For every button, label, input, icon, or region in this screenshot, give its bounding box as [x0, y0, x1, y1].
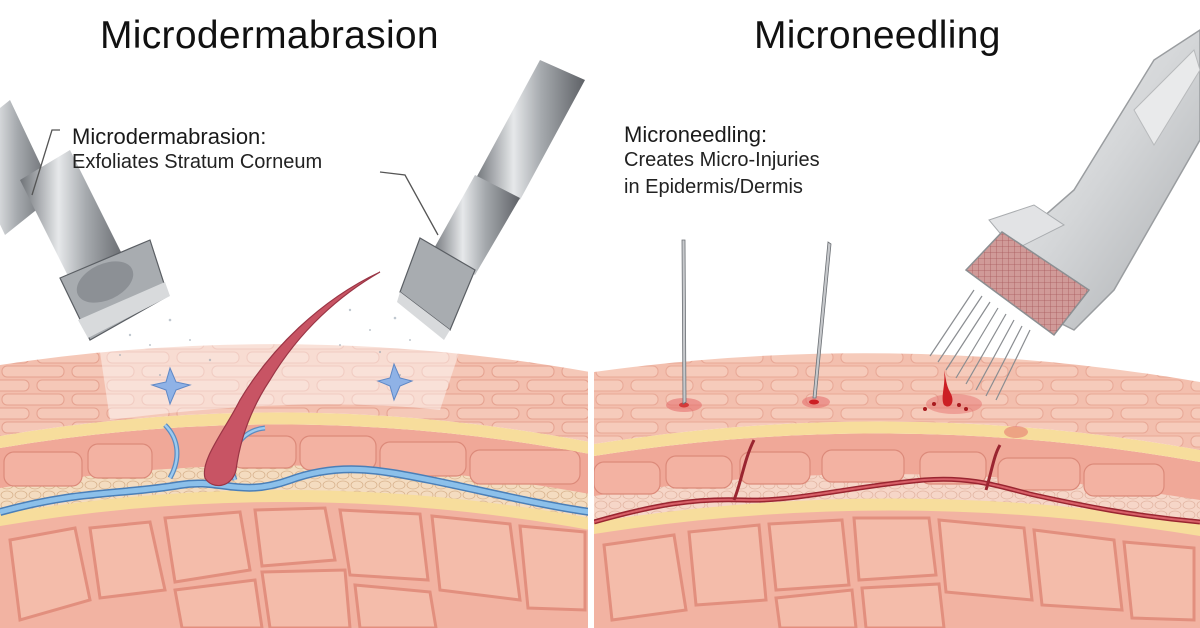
callout-leader-line: [31, 129, 60, 196]
sparkle-icon: [150, 366, 192, 406]
dermis-lower-band: [0, 488, 590, 530]
blood-dots: [923, 402, 968, 411]
microdermabrasion-illustration: [0, 60, 590, 628]
procedure-callout: Microdermabrasion: Exfoliates Stratum Co…: [72, 124, 322, 176]
panel-title: Microdermabrasion: [100, 14, 439, 57]
basement-membrane: [0, 412, 590, 454]
subcutis-cells: [8, 506, 587, 628]
roller-needles: [929, 289, 1031, 401]
callout-leader-line: [379, 171, 439, 236]
right-abrasion-wand: [397, 60, 585, 340]
panel-divider: [588, 360, 594, 628]
epidermis-layer: [0, 344, 590, 442]
microneedling-panel: Microneedling Microneedling: Creates Mic…: [594, 0, 1200, 628]
dermis-cells: [3, 435, 581, 487]
puncture-mark: [1004, 426, 1028, 438]
callout-heading: Microneedling:: [624, 122, 768, 147]
dermis-lower-band: [594, 496, 1200, 536]
needle-drum: [964, 231, 1091, 337]
sparkle-icon: [376, 362, 414, 402]
panel-title: Microneedling: [754, 14, 1001, 57]
exfoliation-haze: [100, 335, 460, 420]
left-abrasion-wand: [0, 100, 170, 341]
callout-line: Creates Micro-Injuries: [624, 149, 820, 171]
derma-roller: [929, 29, 1200, 401]
microdermabrasion-panel: Microdermabrasion Microdermabrasion: Exf…: [0, 0, 590, 628]
blood-droplet: [942, 370, 953, 407]
hair-follicle: [203, 271, 381, 487]
epidermis-layer: [594, 353, 1200, 450]
microneedling-illustration: [594, 29, 1200, 628]
callout-heading: Microdermabrasion:: [72, 124, 267, 149]
subcutis-cells: [602, 516, 1196, 628]
single-needle: [812, 241, 832, 399]
basement-membrane: [594, 421, 1200, 462]
callout-line: in Epidermis/Dermis: [624, 176, 803, 198]
single-needle: [681, 239, 687, 405]
callout-line: Exfoliates Stratum Corneum: [72, 151, 323, 173]
procedure-callout: Microneedling: Creates Micro-Injuries in…: [624, 122, 820, 201]
dermis-cells: [594, 449, 1165, 497]
